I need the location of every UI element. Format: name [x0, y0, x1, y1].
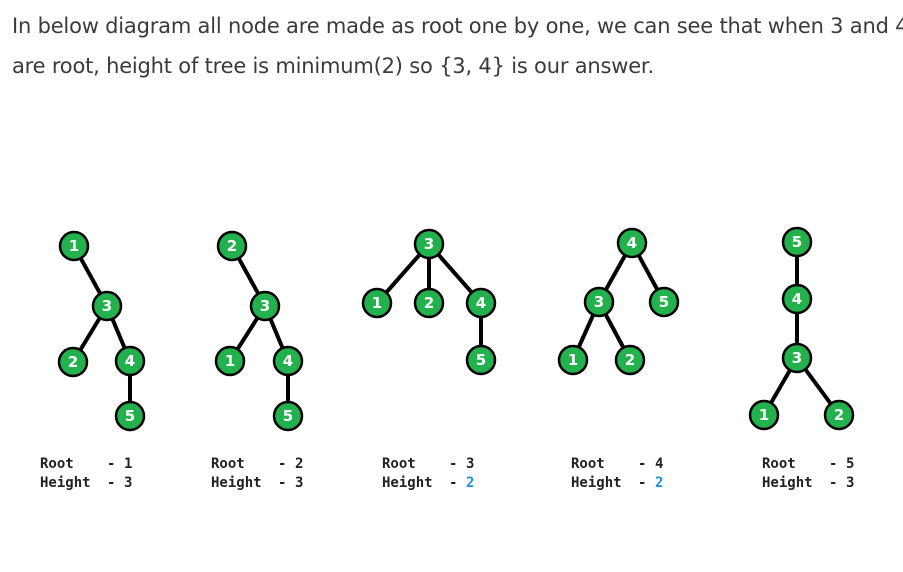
- tree-node: 3: [249, 290, 281, 322]
- svg-text:3: 3: [102, 297, 112, 315]
- svg-text:3: 3: [424, 235, 434, 253]
- height-dash: -: [829, 475, 837, 491]
- height-label: Height: [762, 475, 813, 491]
- tree-node: 2: [413, 287, 445, 319]
- svg-text:4: 4: [283, 352, 293, 370]
- tree-node: 5: [114, 400, 146, 432]
- tree-node: 1: [557, 344, 589, 376]
- svg-text:4: 4: [476, 294, 486, 312]
- tree-node: 3: [91, 290, 123, 322]
- caption-tree-5: Root - 5 Height - 3: [762, 456, 854, 491]
- tree-node: 2: [823, 399, 855, 431]
- tree-root-2: 2 3 1 4 5: [214, 230, 304, 432]
- root-value: 1: [124, 456, 132, 472]
- svg-text:2: 2: [68, 353, 78, 371]
- root-label: Root: [571, 456, 605, 472]
- tree-node: 4: [616, 227, 648, 259]
- height-value: 3: [295, 475, 303, 491]
- tree-node: 3: [583, 286, 615, 318]
- root-dash: -: [638, 456, 646, 472]
- root-value: 3: [466, 456, 474, 472]
- caption-tree-2: Root - 2 Height - 3: [211, 456, 303, 491]
- svg-text:4: 4: [125, 352, 135, 370]
- tree-node: 1: [214, 345, 246, 377]
- tree-root-4: 4 3 5 1 2: [557, 227, 680, 376]
- svg-text:1: 1: [372, 294, 382, 312]
- tree-node: 4: [465, 287, 497, 319]
- root-dash: -: [278, 456, 286, 472]
- tree-node: 2: [216, 230, 248, 262]
- height-value-minimum: 2: [466, 475, 474, 491]
- svg-text:1: 1: [759, 406, 769, 424]
- height-label: Height: [40, 475, 91, 491]
- tree-node: 4: [272, 345, 304, 377]
- root-dash: -: [449, 456, 457, 472]
- height-label: Height: [571, 475, 622, 491]
- tree-root-1: 1 3 2 4 5: [57, 230, 146, 432]
- description-line-1: In below diagram all node are made as ro…: [12, 14, 903, 38]
- height-dash: -: [449, 475, 457, 491]
- svg-text:2: 2: [227, 237, 237, 255]
- height-label: Height: [211, 475, 262, 491]
- description-paragraph: In below diagram all node are made as ro…: [12, 6, 903, 86]
- height-dash: -: [638, 475, 646, 491]
- svg-text:2: 2: [424, 294, 434, 312]
- svg-text:5: 5: [283, 407, 293, 425]
- tree-node: 1: [748, 399, 780, 431]
- tree-root-3: 3 1 2 4 5: [361, 228, 497, 376]
- svg-text:2: 2: [834, 406, 844, 424]
- svg-text:1: 1: [69, 237, 79, 255]
- caption-tree-4: Root - 4 Height - 2: [571, 456, 663, 491]
- tree-node: 2: [614, 344, 646, 376]
- height-value: 3: [846, 475, 854, 491]
- svg-text:4: 4: [792, 290, 802, 308]
- tree-node: 4: [114, 345, 146, 377]
- root-label: Root: [211, 456, 245, 472]
- caption-tree-1: Root - 1 Height - 3: [40, 456, 132, 491]
- tree-node: 3: [413, 228, 445, 260]
- root-label: Root: [382, 456, 416, 472]
- height-label: Height: [382, 475, 433, 491]
- svg-text:5: 5: [659, 293, 669, 311]
- tree-node: 5: [781, 226, 813, 258]
- height-value-minimum: 2: [655, 475, 663, 491]
- svg-text:1: 1: [225, 352, 235, 370]
- tree-node: 5: [648, 286, 680, 318]
- description-line-2: are root, height of tree is minimum(2) s…: [12, 54, 654, 78]
- root-label: Root: [40, 456, 74, 472]
- root-value: 2: [295, 456, 303, 472]
- svg-text:3: 3: [594, 293, 604, 311]
- root-dash: -: [829, 456, 837, 472]
- tree-node: 1: [58, 230, 90, 262]
- caption-tree-3: Root - 3 Height - 2: [382, 456, 474, 491]
- svg-text:3: 3: [260, 297, 270, 315]
- svg-text:1: 1: [568, 351, 578, 369]
- tree-node: 5: [465, 344, 497, 376]
- height-dash: -: [107, 475, 115, 491]
- root-value: 5: [846, 456, 854, 472]
- tree-node: 2: [57, 346, 89, 378]
- svg-text:5: 5: [125, 407, 135, 425]
- tree-node: 3: [781, 342, 813, 374]
- svg-text:4: 4: [627, 234, 637, 252]
- svg-text:3: 3: [792, 349, 802, 367]
- svg-text:2: 2: [625, 351, 635, 369]
- tree-node: 4: [781, 283, 813, 315]
- root-dash: -: [107, 456, 115, 472]
- height-value: 3: [124, 475, 132, 491]
- root-label: Root: [762, 456, 796, 472]
- svg-text:5: 5: [792, 233, 802, 251]
- tree-node: 5: [272, 400, 304, 432]
- svg-text:5: 5: [476, 351, 486, 369]
- tree-root-5: 5 4 3 1 2: [748, 226, 855, 431]
- root-value: 4: [655, 456, 663, 472]
- height-dash: -: [278, 475, 286, 491]
- tree-node: 1: [361, 287, 393, 319]
